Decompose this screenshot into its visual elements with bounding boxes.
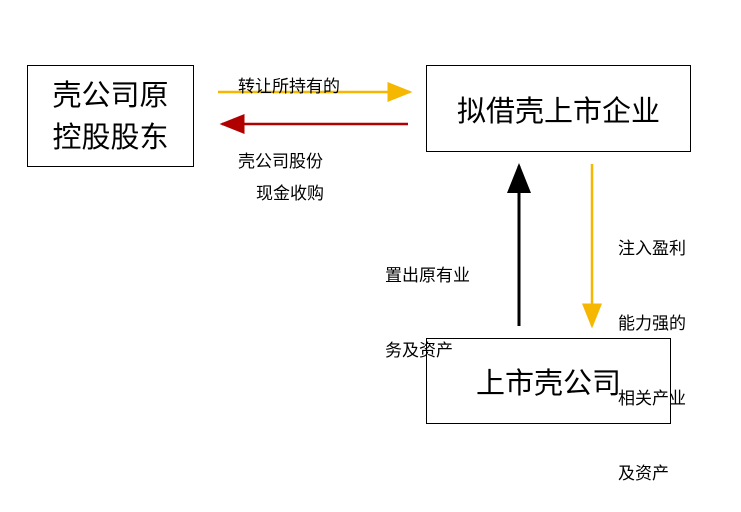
edge-label-line: 壳公司股份 — [238, 152, 323, 172]
node-label-line: 壳公司原 — [52, 78, 169, 112]
edge-label-inject-assets: 注入盈利 能力强的 相关产业 及资产 — [618, 187, 686, 512]
edge-label-line: 能力强的 — [618, 314, 686, 334]
edge-label-line: 及资产 — [618, 464, 669, 484]
edge-label-cash-acquisition: 现金收购 — [256, 132, 324, 232]
node-backdoor-listing-enterprise: 拟借壳上市企业 — [426, 65, 691, 152]
edge-label-line: 相关产业 — [618, 389, 686, 409]
edge-label-line: 注入盈利 — [618, 239, 686, 259]
node-label: 拟借壳上市企业 — [456, 93, 660, 128]
edge-label-line: 务及资产 — [385, 341, 453, 361]
node-label-line: 控股股东 — [52, 120, 169, 154]
edge-label-line: 转让所持有的 — [238, 77, 340, 97]
node-listed-shell-company: 上市壳公司 — [426, 338, 671, 424]
edge-label-transfer-shares: 转让所持有的 壳公司股份 — [238, 25, 340, 200]
node-label: 上市壳公司 — [475, 366, 621, 400]
edge-label-divest-assets: 置出原有业 务及资产 — [385, 214, 470, 389]
edge-label-line: 置出原有业 — [385, 266, 470, 286]
arrows-layer — [218, 82, 602, 329]
node-original-controlling-shareholder: 壳公司原 控股股东 — [27, 65, 194, 167]
edge-label-line: 现金收购 — [256, 184, 324, 204]
